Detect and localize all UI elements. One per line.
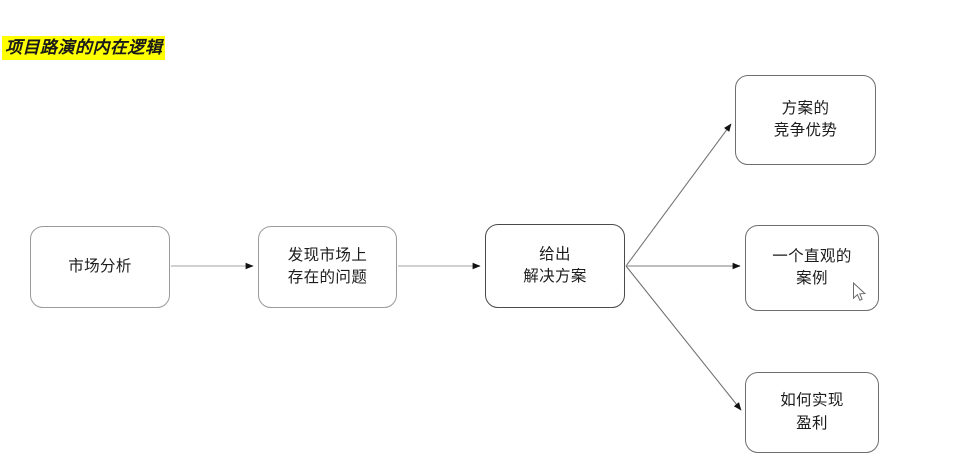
edge-give-solution-to-competitive-edge [625, 123, 732, 267]
node-give-solution-label: 给出 解决方案 [523, 245, 587, 285]
node-competitive-edge[interactable]: 方案的 竞争优势 [735, 75, 876, 165]
page-title: 项目路演的内在逻辑 [2, 36, 165, 60]
node-how-to-profit[interactable]: 如何实现 盈利 [745, 372, 879, 453]
node-competitive-edge-label: 方案的 竞争优势 [773, 99, 838, 139]
edge-give-solution-to-how-to-profit [625, 265, 742, 411]
node-market-analysis-label: 市场分析 [68, 257, 132, 275]
node-how-to-profit-label: 如何实现 盈利 [780, 392, 844, 432]
node-intuitive-case-label: 一个直观的 案例 [772, 247, 852, 287]
node-find-problem-label: 发现市场上 存在的问题 [287, 246, 368, 286]
node-give-solution[interactable]: 给出 解决方案 [485, 224, 625, 308]
node-intuitive-case[interactable]: 一个直观的 案例 [745, 225, 879, 311]
node-market-analysis[interactable]: 市场分析 [30, 226, 170, 308]
page-title-text: 项目路演的内在逻辑 [2, 36, 165, 60]
node-find-problem[interactable]: 发现市场上 存在的问题 [258, 226, 397, 308]
